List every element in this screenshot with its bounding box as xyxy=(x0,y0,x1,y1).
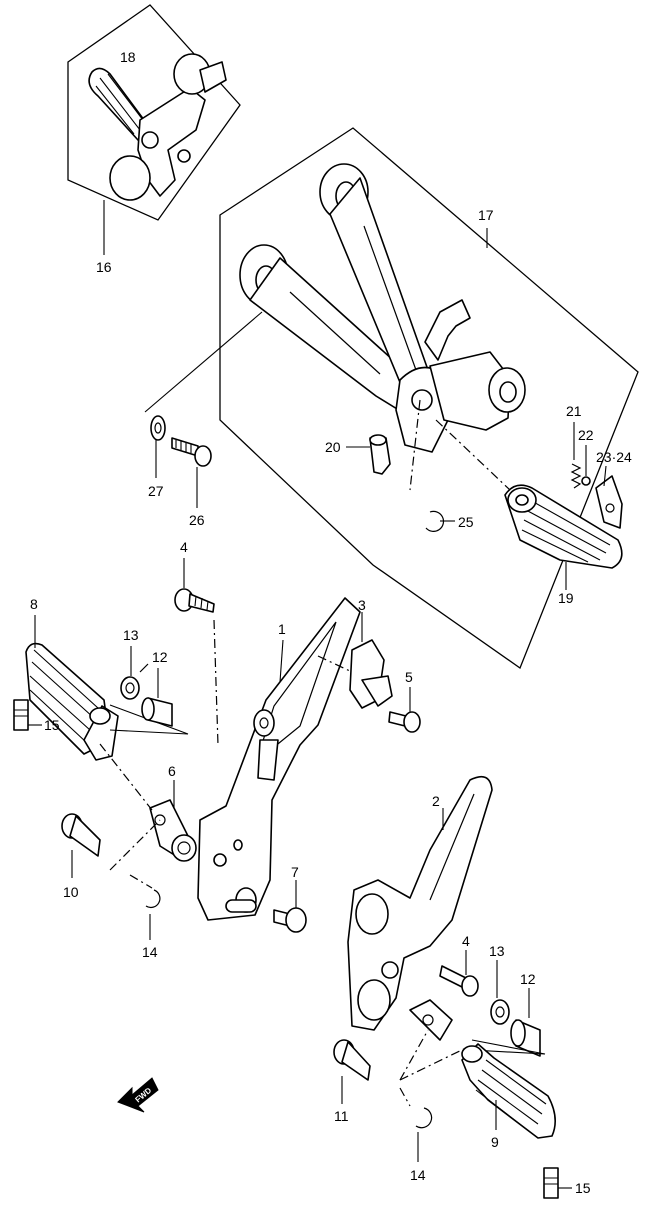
e-ring-25 xyxy=(425,510,455,532)
bolt-4-lower xyxy=(439,950,479,997)
callout-27: 27 xyxy=(148,483,164,499)
front-footrest-8 xyxy=(25,615,189,761)
callout-4-lower: 4 xyxy=(462,933,470,949)
plate-23-24 xyxy=(595,465,623,529)
callout-15-right: 15 xyxy=(575,1180,591,1196)
rear-footrest-bracket-17 xyxy=(239,163,526,491)
callout-17: 17 xyxy=(478,207,494,223)
callout-7: 7 xyxy=(291,864,299,880)
fwd-arrow-icon: FWD xyxy=(117,1077,159,1113)
plate-3 xyxy=(317,612,393,709)
cap-15-left xyxy=(13,699,42,731)
callout-25: 25 xyxy=(458,514,474,530)
callout-13-right: 13 xyxy=(489,943,505,959)
callout-12-right: 12 xyxy=(520,971,536,987)
rear-footrest-19 xyxy=(504,484,623,590)
footrest-bracket-2 xyxy=(347,775,493,1031)
callout-14-left: 14 xyxy=(142,944,158,960)
assembly-frame-17 xyxy=(219,127,639,670)
callout-26: 26 xyxy=(189,512,205,528)
bolt-4-upper xyxy=(174,558,219,746)
callout-23-24: 23·24 xyxy=(596,449,632,465)
callout-19: 19 xyxy=(558,590,574,606)
washer-27 xyxy=(150,415,166,478)
rear-bracket-assembly-thumbnail xyxy=(88,53,227,201)
pivot-6 xyxy=(149,780,197,862)
callout-2: 2 xyxy=(432,793,440,809)
collar-12-left xyxy=(141,668,173,727)
callout-13-left: 13 xyxy=(123,627,139,643)
front-footrest-bracket-1 xyxy=(197,597,361,921)
pin-20 xyxy=(346,434,391,475)
footrest-9 xyxy=(461,1043,556,1139)
collar-12-right xyxy=(510,988,541,1057)
spring-13-left xyxy=(120,646,149,700)
inset-frame-16 xyxy=(67,4,241,255)
callout-4-upper: 4 xyxy=(180,539,188,555)
callout-6: 6 xyxy=(168,763,176,779)
callout-12-left: 12 xyxy=(152,649,168,665)
cap-15-right xyxy=(543,1167,572,1199)
bolt-5 xyxy=(388,687,421,733)
callout-9: 9 xyxy=(491,1134,499,1150)
e-ring-14-left xyxy=(145,889,161,940)
callout-10: 10 xyxy=(63,884,79,900)
pin-10 xyxy=(61,813,101,878)
callout-21: 21 xyxy=(566,403,582,419)
callout-1: 1 xyxy=(278,621,286,637)
pivot-plate-right xyxy=(409,999,453,1041)
spring-21 xyxy=(570,422,582,489)
bolt-26 xyxy=(171,437,212,508)
callout-3: 3 xyxy=(358,597,366,613)
bolt-7 xyxy=(273,880,307,933)
callout-5: 5 xyxy=(405,669,413,685)
callout-15-left: 15 xyxy=(44,717,60,733)
ball-22 xyxy=(581,445,591,486)
e-ring-14-right xyxy=(415,1107,433,1162)
callout-11: 11 xyxy=(334,1108,349,1124)
callout-20: 20 xyxy=(325,439,341,455)
callout-14-right: 14 xyxy=(410,1167,426,1183)
callout-8: 8 xyxy=(30,596,38,612)
callout-22: 22 xyxy=(578,427,594,443)
callout-18: 18 xyxy=(120,49,136,65)
spring-13-right xyxy=(490,960,510,1025)
callout-16: 16 xyxy=(96,259,112,275)
pin-11 xyxy=(333,1039,371,1104)
